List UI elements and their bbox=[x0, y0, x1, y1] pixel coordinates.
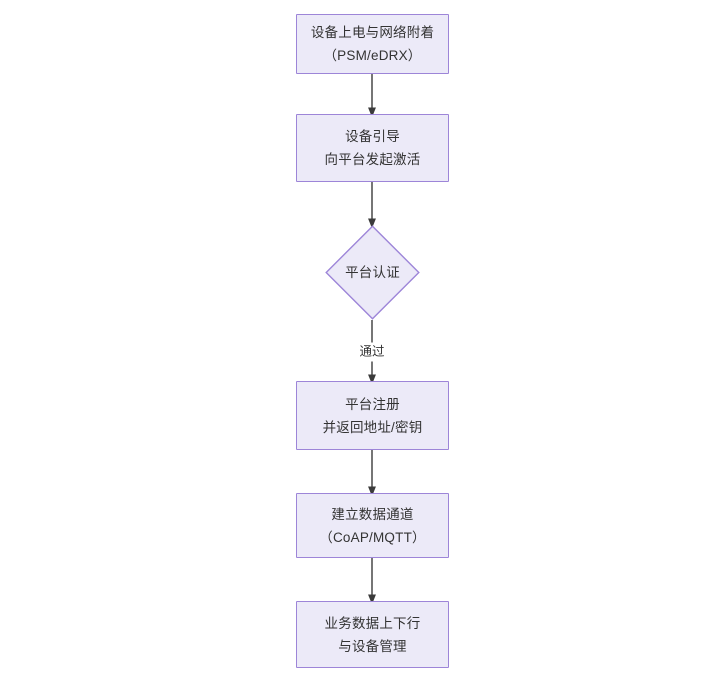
node-label: 设备引导 向平台发起激活 bbox=[324, 129, 421, 167]
node-device-power-on[interactable]: 设备上电与网络附着 （PSM/eDRX） bbox=[296, 14, 449, 74]
node-label: 业务数据上下行 与设备管理 bbox=[324, 615, 421, 654]
node-platform-authentication[interactable]: 平台认证 bbox=[325, 225, 420, 320]
node-platform-registration[interactable]: 平台注册 并返回地址/密钥 bbox=[296, 381, 449, 450]
node-business-data[interactable]: 业务数据上下行 与设备管理 bbox=[296, 601, 449, 668]
node-device-bootstrap[interactable]: 设备引导 向平台发起激活 bbox=[296, 114, 449, 182]
edge-label-pass: 通过 bbox=[356, 342, 388, 362]
diamond-shape bbox=[325, 225, 420, 320]
node-label: 平台注册 并返回地址/密钥 bbox=[322, 396, 423, 435]
node-data-channel[interactable]: 建立数据通道 （CoAP/MQTT） bbox=[296, 493, 449, 558]
node-label: 平台认证 bbox=[345, 265, 400, 280]
node-label: 建立数据通道 （CoAP/MQTT） bbox=[319, 506, 426, 545]
node-label: 设备上电与网络附着 （PSM/eDRX） bbox=[310, 25, 435, 63]
